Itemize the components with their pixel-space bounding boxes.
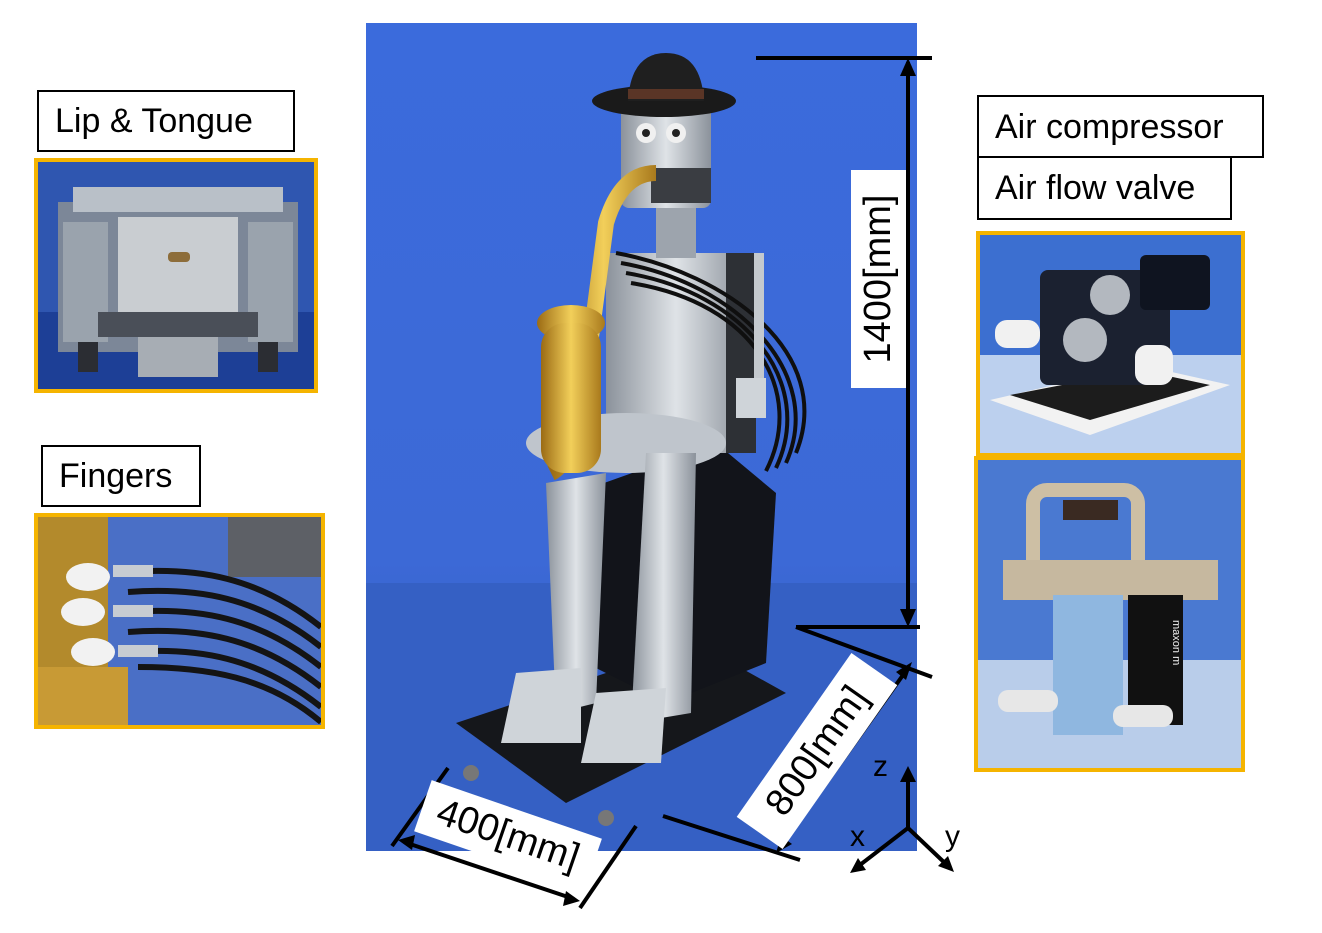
lip-tongue-photo <box>34 158 318 393</box>
y-axis-label: y <box>945 820 960 853</box>
lip-tongue-label: Lip & Tongue <box>37 90 295 152</box>
lip-tongue-label-text: Lip & Tongue <box>55 102 253 140</box>
air-flow-valve-label-text: Air flow valve <box>995 169 1196 207</box>
fingers-label-text: Fingers <box>59 457 173 495</box>
air-flow-valve-photo: maxon m <box>974 456 1245 772</box>
valve-brand-text: maxon m <box>1170 620 1182 665</box>
fingers-label: Fingers <box>41 445 201 507</box>
air-compressor-label: Air compressor <box>977 95 1264 158</box>
air-compressor-photo <box>976 231 1245 457</box>
air-flow-valve-label: Air flow valve <box>977 156 1232 220</box>
fingers-photo <box>34 513 325 729</box>
air-compressor-label-text: Air compressor <box>995 107 1224 146</box>
saxophone-robot-photo <box>366 23 917 851</box>
